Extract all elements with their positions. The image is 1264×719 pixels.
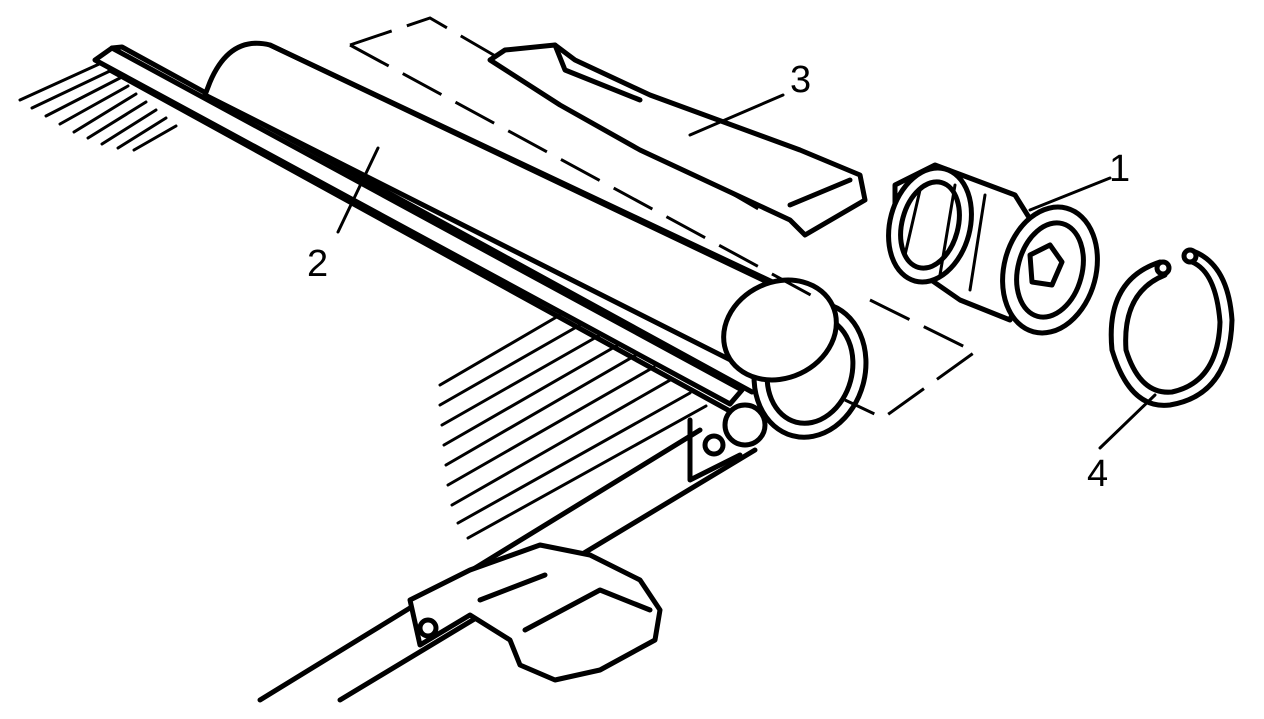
snap-ring	[1108, 247, 1235, 408]
rail-boss	[722, 402, 768, 448]
condenser-fins-top	[18, 58, 178, 152]
callout-4-label: 4	[1087, 453, 1108, 495]
filter-cartridge	[886, 162, 1100, 336]
desiccant-bag	[487, 42, 868, 238]
condenser-header-rail	[92, 45, 745, 407]
condenser-core	[18, 44, 768, 703]
callout-2-label: 2	[307, 243, 328, 285]
callout-1-label: 1	[1109, 148, 1130, 190]
hex-key-socket	[1027, 242, 1065, 288]
callout-3-label: 3	[790, 59, 811, 101]
rail-hole	[702, 433, 726, 457]
mounting-bracket	[407, 542, 663, 683]
receiver-dehydrator-tube	[202, 40, 869, 440]
condenser-fins-mid	[438, 313, 708, 540]
callout-leaders	[336, 93, 1157, 450]
